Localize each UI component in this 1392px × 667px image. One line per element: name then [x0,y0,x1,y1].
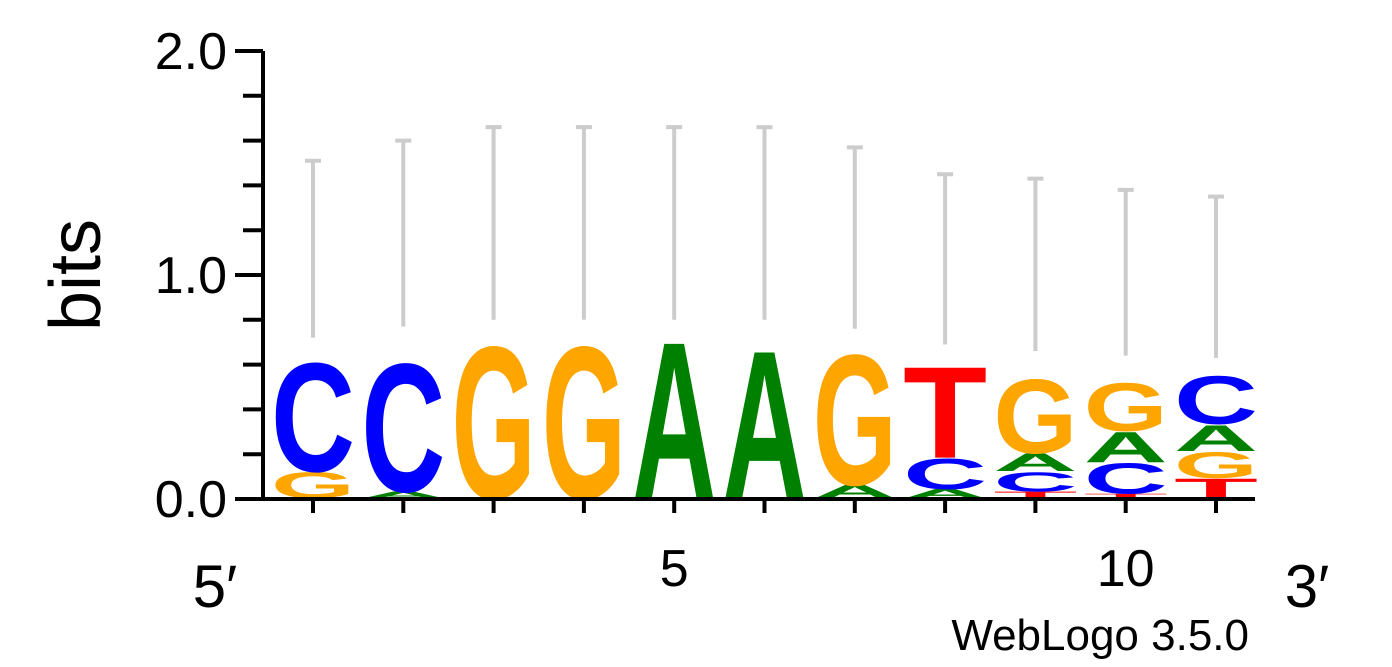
letter-G: G [1084,369,1168,446]
logo-letter: T [993,490,1077,500]
logo-letter: A [993,449,1077,477]
letter-A: A [361,490,445,500]
logo-letter: T [1084,492,1168,499]
letter-A: A [1174,417,1258,459]
letter-A: A [1084,423,1168,472]
logo-letter: G [813,315,897,524]
logo-letter: G [1174,444,1258,486]
logo-letter: G [1084,369,1168,446]
logo-letter: A [1084,423,1168,472]
letter-C: C [993,466,1077,497]
letter-A: A [993,449,1077,477]
letter-G: G [813,315,897,524]
logo-letter: T [903,340,987,486]
logo-letter: A [813,481,897,502]
logo-letter: C [1084,455,1168,504]
letter-G: G [1174,444,1258,486]
y-tick-label: 1.0 [155,247,227,305]
letter-G: G [993,358,1077,476]
five-prime-label: 5′ [193,553,238,620]
letter-C: C [1084,455,1168,504]
letter-C: C [903,450,987,499]
axes: 0.0 1.0 2.0 5 10 [155,23,1255,598]
letter-T: T [903,340,987,486]
weblogo-credit: WebLogo 3.5.0 [951,611,1249,660]
three-prime-label: 3′ [1285,553,1330,620]
logo-letter: A [1174,417,1258,459]
logo-letter: C [361,326,445,531]
letter-A: A [813,481,897,502]
letter-T: T [1084,492,1168,499]
logo-letter: G [993,358,1077,476]
letter-C: C [271,331,355,505]
letter-T: T [993,490,1077,500]
y-tick-label: 0.0 [155,471,227,529]
x-tick-label: 5 [660,540,689,598]
logo-letter: A [361,490,445,500]
logo-letter: C [903,450,987,499]
y-tick-label: 2.0 [155,23,227,81]
logo-letter: C [271,331,355,505]
y-axis-label: bits [36,219,116,331]
letter-C: C [1174,363,1258,440]
error-bars [305,125,1224,358]
logo-letter: C [1174,363,1258,440]
x-tick-label: 10 [1097,540,1155,598]
logo-letter: C [993,466,1077,497]
letter-C: C [361,326,445,531]
